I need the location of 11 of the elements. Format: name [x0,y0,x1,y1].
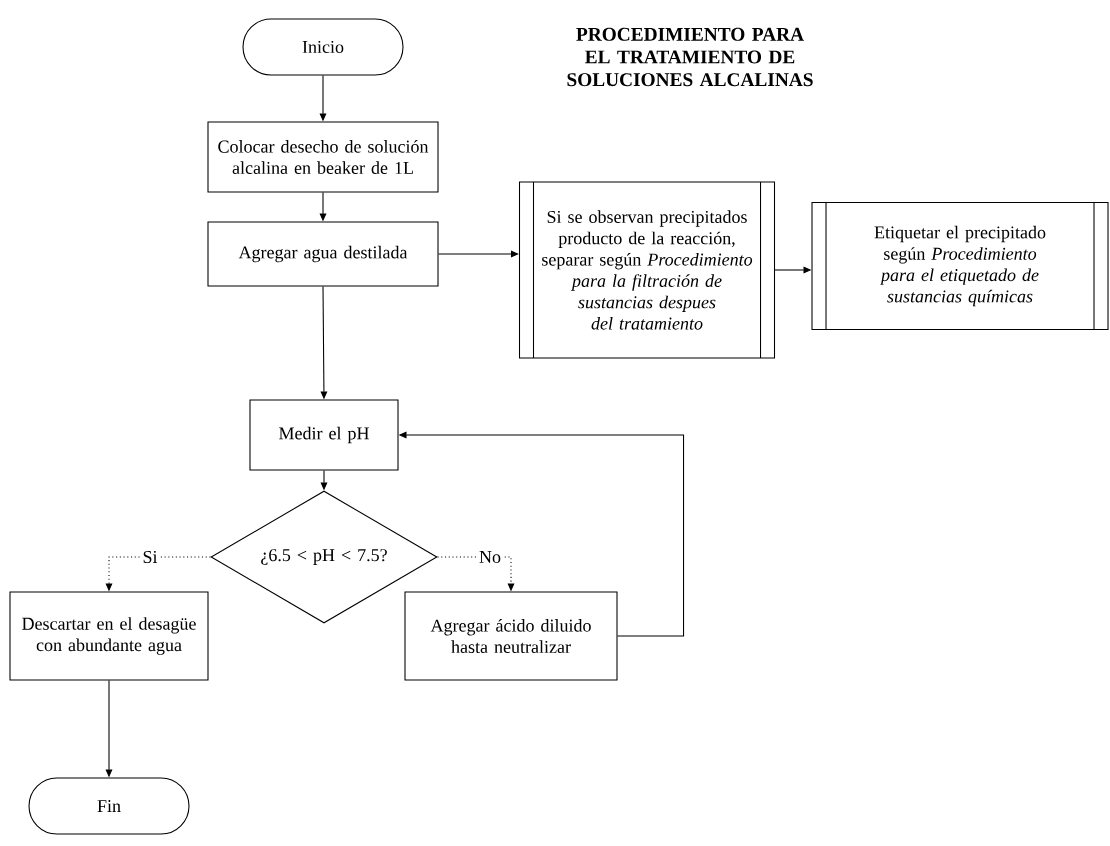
subprocess-box: Etiquetar el precipitado según Procedimiento para el etiquetado de sustancias químicas [811,201,1109,331]
arrow [438,250,519,258]
edge-label: Si [141,549,159,565]
edge-label: No [477,549,503,565]
title: PROCEDIMIENTO PARA EL TRATAMIENTO DE SOLUCIONES ALCALINAS [567,27,813,87]
process-box: Descartar en el desagüe con abundante agua [9,591,209,681]
process-box: Agregar ácido diluido hasta neutralizar [404,591,618,681]
process-box: Colocar desecho de solución alcalina en beaker de 1L [207,121,439,193]
process-box: Medir el pH [249,399,399,471]
subprocess-box: Si se observan precipitados producto de la reacción, separar según Procedimiento para la filtración de sustancias despues del tratamiento [518,181,776,359]
process-box: Agregar agua destilada [207,221,439,287]
